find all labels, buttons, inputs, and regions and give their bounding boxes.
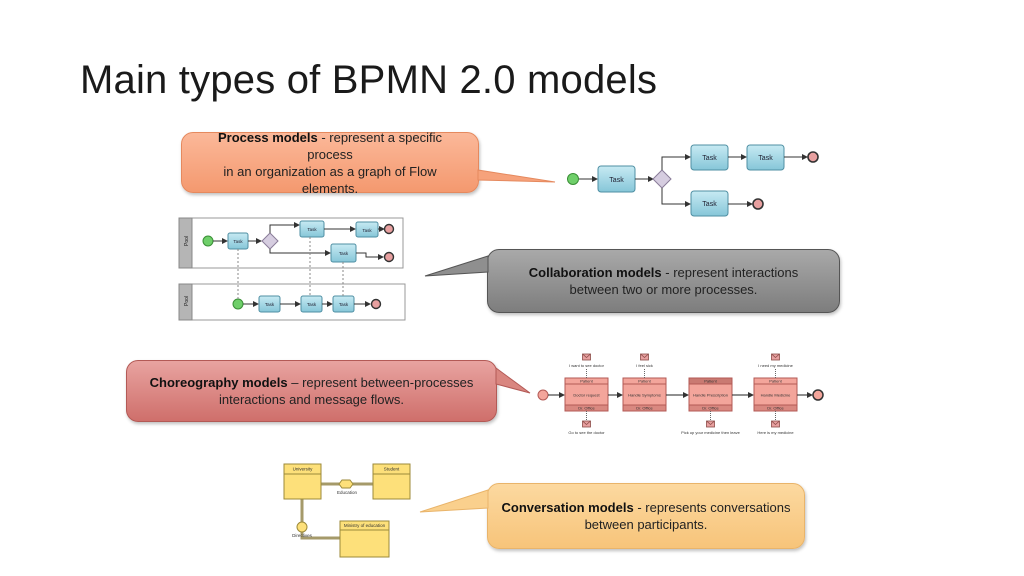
end-event [383, 223, 395, 235]
envelope-flap [771, 420, 780, 426]
participant-label: Dr. Office [636, 406, 653, 411]
end-event [752, 198, 764, 210]
choreo-callout-text1: – represent between-processes [287, 375, 474, 390]
start-event [537, 389, 549, 401]
conversation-node [338, 479, 354, 489]
collab-callout-text2: between two or more processes. [569, 282, 758, 297]
process-callout-tail [477, 169, 556, 183]
gateway [652, 169, 672, 189]
participant-label: Patient [769, 379, 782, 384]
pool-label-band [178, 283, 193, 321]
participant-label: Patient [580, 379, 593, 384]
message-label: I feel sick [636, 363, 653, 368]
message-label: I need my medicine [758, 363, 793, 368]
collaboration-diagram: Pool Task Task Task Task Pool Task Task … [178, 217, 406, 321]
task-label: Task [307, 302, 317, 307]
participant-label: University [293, 467, 314, 472]
process-callout-heading: Process models [218, 129, 318, 145]
participant-label: Student [384, 467, 400, 472]
collab-callout-heading: Collaboration models [528, 265, 662, 280]
activity-label: Doctor request [573, 393, 600, 398]
end-event [807, 151, 819, 163]
process-callout-text2: in an organization as a graph of Flow [223, 163, 437, 179]
task-label: Task [758, 155, 773, 162]
pool-label: Pool [184, 236, 190, 246]
message-label: Here is my medicine [757, 430, 794, 435]
envelope-flap [706, 420, 715, 426]
process-diagram: Task Task Task Task [567, 144, 819, 217]
participant-label: Patient [704, 379, 717, 384]
participant-student [372, 463, 411, 500]
end-event [383, 251, 395, 263]
task-label: Task [702, 155, 717, 162]
task-label: Task [233, 239, 243, 244]
task-label: Task [702, 201, 717, 208]
start-event [232, 298, 244, 310]
participant-label: Dr. Office [767, 406, 784, 411]
activity-label: Handle Prescription [693, 393, 728, 398]
collab-callout-text1: - represent interactions [661, 265, 799, 280]
task-label: Task [307, 227, 317, 232]
choreo-callout-heading: Choreography models [149, 375, 288, 390]
choreography-models-callout: Choreography models – represent between-… [126, 360, 497, 422]
task-label: Task [609, 177, 624, 184]
end-event [370, 298, 382, 310]
end-event [812, 389, 824, 401]
collab-callout-tail [424, 255, 489, 277]
participant-label: Dr. Office [578, 406, 595, 411]
conversation-models-callout: Conversation models - represents convers… [487, 483, 805, 549]
activity-label: Handle Medicine [761, 393, 792, 398]
pool-label: Pool [184, 296, 190, 306]
process-models-callout: Process models - represent a specific pr… [181, 129, 479, 196]
task-label: Task [362, 228, 372, 233]
participant-band-top [688, 377, 733, 385]
choreo-callout-text2: interactions and message flows. [219, 392, 404, 407]
pool [178, 283, 406, 321]
conversation-label: Education [337, 490, 358, 495]
envelope-flap [771, 353, 780, 359]
process-callout-text3: elements. [301, 180, 359, 196]
start-event [202, 235, 214, 247]
conversation-node [296, 521, 308, 533]
task-label: Task [265, 302, 275, 307]
participant-university [283, 463, 322, 500]
start-event [567, 173, 579, 185]
conversation-label: Directives [292, 533, 313, 538]
participant-ministry [339, 520, 390, 558]
slide-title: Main types of BPMN 2.0 models [80, 58, 658, 102]
choreo-callout-tail [495, 367, 531, 394]
process-callout-text1: - represent a specific process [307, 129, 442, 162]
conv-callout-text2: between participants. [584, 517, 708, 532]
collaboration-models-callout: Collaboration models - represent interac… [487, 249, 840, 313]
activity-label: Handle Symptoms [628, 393, 661, 398]
participant-band-bottom [622, 404, 667, 412]
conv-callout-heading: Conversation models [501, 500, 634, 515]
message-label: Go to see the doctor [568, 430, 605, 435]
task-label: Task [339, 302, 349, 307]
envelope-flap [640, 353, 649, 359]
conv-callout-tail [419, 489, 489, 513]
conv-callout-text1: - represents conversations [633, 500, 791, 515]
message-label: Pick up your medicine then leave [681, 430, 740, 435]
envelope-flap [582, 420, 591, 426]
envelope-flap [582, 353, 591, 359]
message-label: I want to see doctor [569, 363, 605, 368]
conversation-diagram: University Student Ministry of education… [283, 463, 411, 558]
participant-label: Patient [638, 379, 651, 384]
pool-label-band [178, 217, 193, 269]
task-label: Task [339, 251, 349, 256]
participant-label: Ministry of education [344, 523, 386, 528]
participant-label: Dr. Office [702, 406, 719, 411]
